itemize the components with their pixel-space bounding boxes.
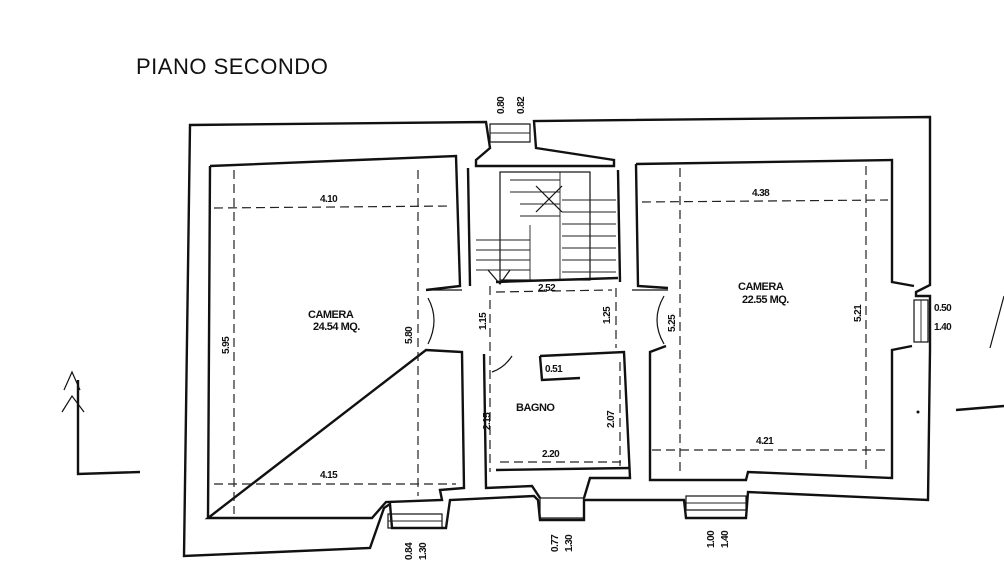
section-arrow-right-icon <box>955 295 1004 412</box>
room-label-camera-right: CAMERA <box>738 281 784 293</box>
dim-right-bottom: 4.21 <box>756 436 774 447</box>
dim-left-height-inner: 5.80 <box>404 326 415 344</box>
dim-bagno-left: 2.15 <box>482 412 493 430</box>
dim-right-height: 5.21 <box>853 304 864 322</box>
dim-corridor-left: 1.15 <box>478 312 489 330</box>
dim-bagno-small: 0.51 <box>545 364 563 375</box>
dim-left-height-outer: 5.95 <box>221 336 232 354</box>
dim-bottom-left-b: 1.30 <box>418 542 429 560</box>
dimension-labels: 4.10 4.15 5.95 5.80 4.38 4.21 5.21 5.25 … <box>221 96 953 560</box>
door-swings <box>426 289 668 373</box>
section-arrow-icon <box>61 370 141 476</box>
room-label-camera-left: CAMERA <box>308 309 354 321</box>
dim-bagno-width: 2.20 <box>542 449 560 460</box>
dim-stair-top-b: 0.82 <box>516 96 527 114</box>
stair <box>466 167 622 287</box>
dim-right-top: 4.38 <box>752 188 770 199</box>
windows <box>387 123 929 529</box>
dim-bagno-height: 2.07 <box>606 410 617 428</box>
plan-title: PIANO SECONDO <box>136 54 328 79</box>
room-area-camera-left: 24.54 MQ. <box>313 321 360 333</box>
dim-bottom-left-a: 0.84 <box>404 542 415 560</box>
room-labels: CAMERA 24.54 MQ. CAMERA 22.55 MQ. BAGNO <box>308 281 790 414</box>
dim-corridor-width: 2.52 <box>538 283 556 294</box>
room-label-bagno: BAGNO <box>516 402 555 414</box>
right-room-walls <box>634 158 915 482</box>
dim-right-window-a: 0.50 <box>934 303 952 314</box>
dim-bottom-mid-a: 0.77 <box>550 534 561 552</box>
dim-bottom-mid-b: 1.30 <box>564 534 575 552</box>
dim-bottom-right-b: 1.40 <box>720 530 731 548</box>
outer-walls <box>182 115 932 558</box>
bagno-walls <box>482 350 632 499</box>
dim-left-top: 4.10 <box>320 194 338 205</box>
dim-stair-top-a: 0.80 <box>496 96 507 114</box>
dim-right-height-inner: 5.25 <box>667 314 678 332</box>
left-room-walls <box>204 154 466 520</box>
dim-right-window-b: 1.40 <box>934 322 952 333</box>
dim-bottom-right-a: 1.00 <box>706 530 717 548</box>
dim-left-bottom: 4.15 <box>320 470 338 481</box>
dimension-lines <box>213 166 889 514</box>
room-area-camera-right: 22.55 MQ. <box>742 294 789 306</box>
dot-mark <box>916 410 920 414</box>
dim-corridor-right: 1.25 <box>602 306 613 324</box>
